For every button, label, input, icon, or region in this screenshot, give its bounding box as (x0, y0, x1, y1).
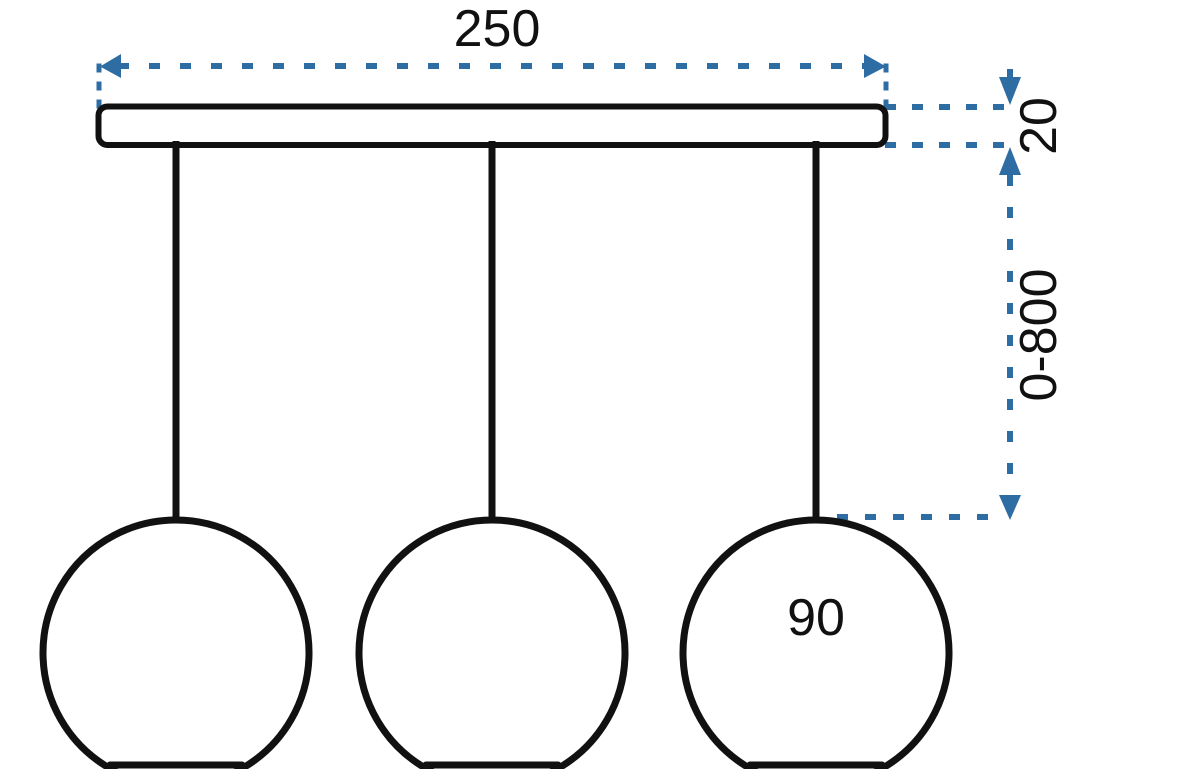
suspension-rods (172, 141, 820, 522)
canopy-bar (95, 103, 889, 148)
extension-lines-width (96, 63, 889, 113)
dimension-label-shade-diameter: 90 (787, 589, 845, 647)
dimension-width-250 (100, 54, 886, 78)
shade-bottom-mask (0, 769, 1177, 782)
dimension-label-canopy-height: 20 (1010, 97, 1068, 155)
sphere-shade-3 (679, 516, 953, 782)
arrowhead-left-width (100, 54, 121, 78)
dimension-canopy-height-20 (999, 69, 1021, 175)
sphere-shade-2 (355, 516, 629, 782)
arrowhead-canopy-top (999, 77, 1021, 105)
arrowhead-canopy-bottom (999, 147, 1021, 175)
sphere-shade-1 (39, 516, 313, 782)
arrowhead-right-width (864, 54, 886, 78)
dimension-drop-0-800 (999, 175, 1021, 520)
dimension-label-width: 250 (454, 0, 541, 58)
leader-lines-canopy-thickness (885, 104, 1010, 148)
sphere-shades (39, 516, 953, 782)
dimension-label-drop: 0-800 (1010, 269, 1068, 402)
arrowhead-drop-bottom (999, 495, 1021, 520)
